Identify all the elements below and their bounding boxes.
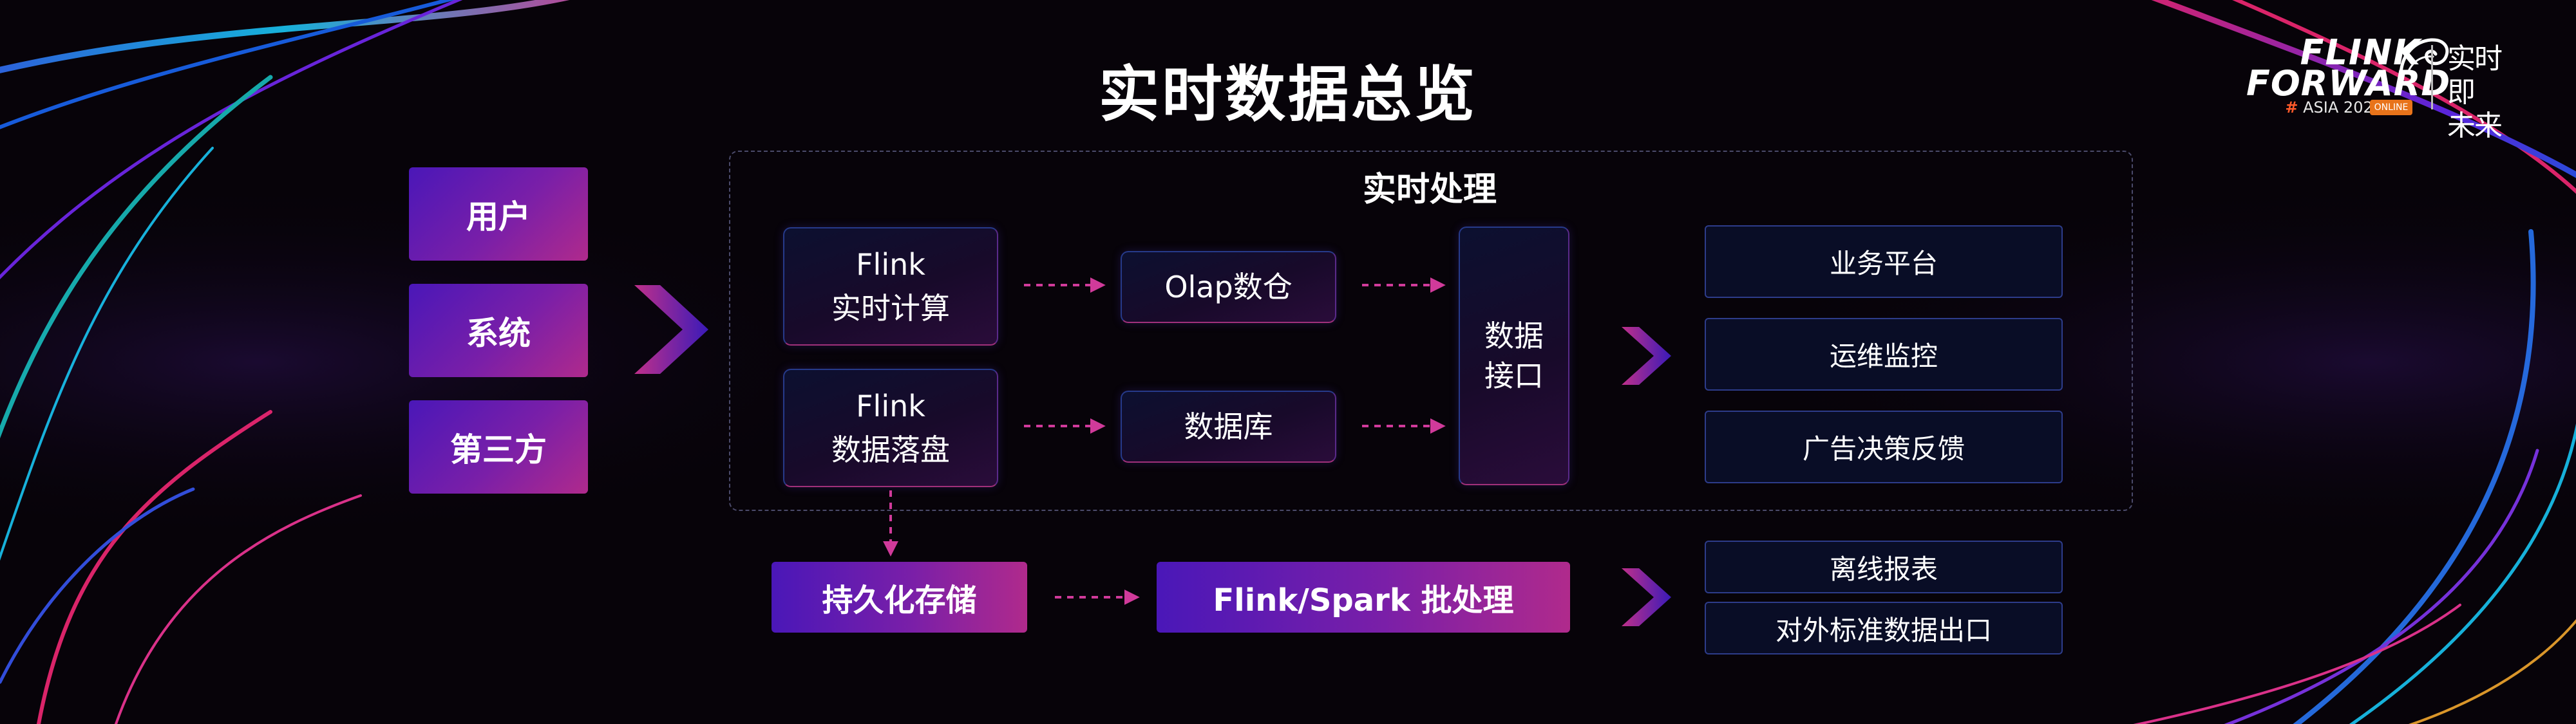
output-ad-decision-feedback: 广告决策反馈: [1705, 411, 2063, 483]
section-label-realtime: 实时处理: [1362, 171, 1497, 209]
output-business-platform: 业务平台: [1705, 225, 2063, 298]
node-line2: 数据落盘: [831, 432, 950, 467]
node-line1: 数据: [1484, 319, 1544, 353]
node-label: 数据库: [1184, 409, 1273, 444]
squirrel-logo-icon: [2399, 38, 2449, 75]
node-line2: 接口: [1484, 358, 1544, 393]
logo-online-badge: ONLINE: [2370, 100, 2412, 115]
node-database: 数据库: [1121, 391, 1336, 463]
source-third-party: 第三方: [409, 400, 588, 494]
logo-line1: FLINK: [2300, 32, 2421, 73]
node-line1: Flink: [856, 389, 925, 423]
node-label: Olap数仓: [1164, 270, 1293, 304]
node-persistent-storage: 持久化存储: [772, 562, 1027, 633]
node-flink-data-sink: Flink 数据落盘: [783, 369, 998, 487]
node-olap-warehouse: Olap数仓: [1121, 251, 1336, 323]
node-batch-processing: Flink/Spark 批处理: [1157, 562, 1570, 633]
logo-hash: #: [2285, 98, 2298, 116]
output-offline-reports: 离线报表: [1705, 541, 2063, 593]
source-system: 系统: [409, 284, 588, 377]
page-title: 实时数据总览: [1098, 60, 1477, 130]
logo-line3: # ASIA 2022: [2280, 98, 2383, 117]
logo-slogan: 实时即 未来: [2447, 42, 2518, 142]
logo-slogan-line2: 未来: [2447, 109, 2503, 142]
logo-line2: FORWARD: [2246, 63, 2451, 104]
source-user: 用户: [409, 167, 588, 261]
output-ops-monitoring: 运维监控: [1705, 318, 2063, 391]
logo-line3-text: ASIA 2022: [2303, 98, 2383, 116]
realtime-processing-frame: [729, 151, 2133, 511]
logo-slogan-line1: 实时即: [2447, 42, 2503, 109]
node-line2: 实时计算: [831, 291, 950, 326]
logo-divider: [2431, 45, 2433, 109]
output-standard-data-export: 对外标准数据出口: [1705, 602, 2063, 654]
node-line1: Flink: [856, 247, 925, 282]
node-data-interface: 数据 接口: [1459, 227, 1569, 485]
node-flink-realtime-compute: Flink 实时计算: [783, 227, 998, 346]
